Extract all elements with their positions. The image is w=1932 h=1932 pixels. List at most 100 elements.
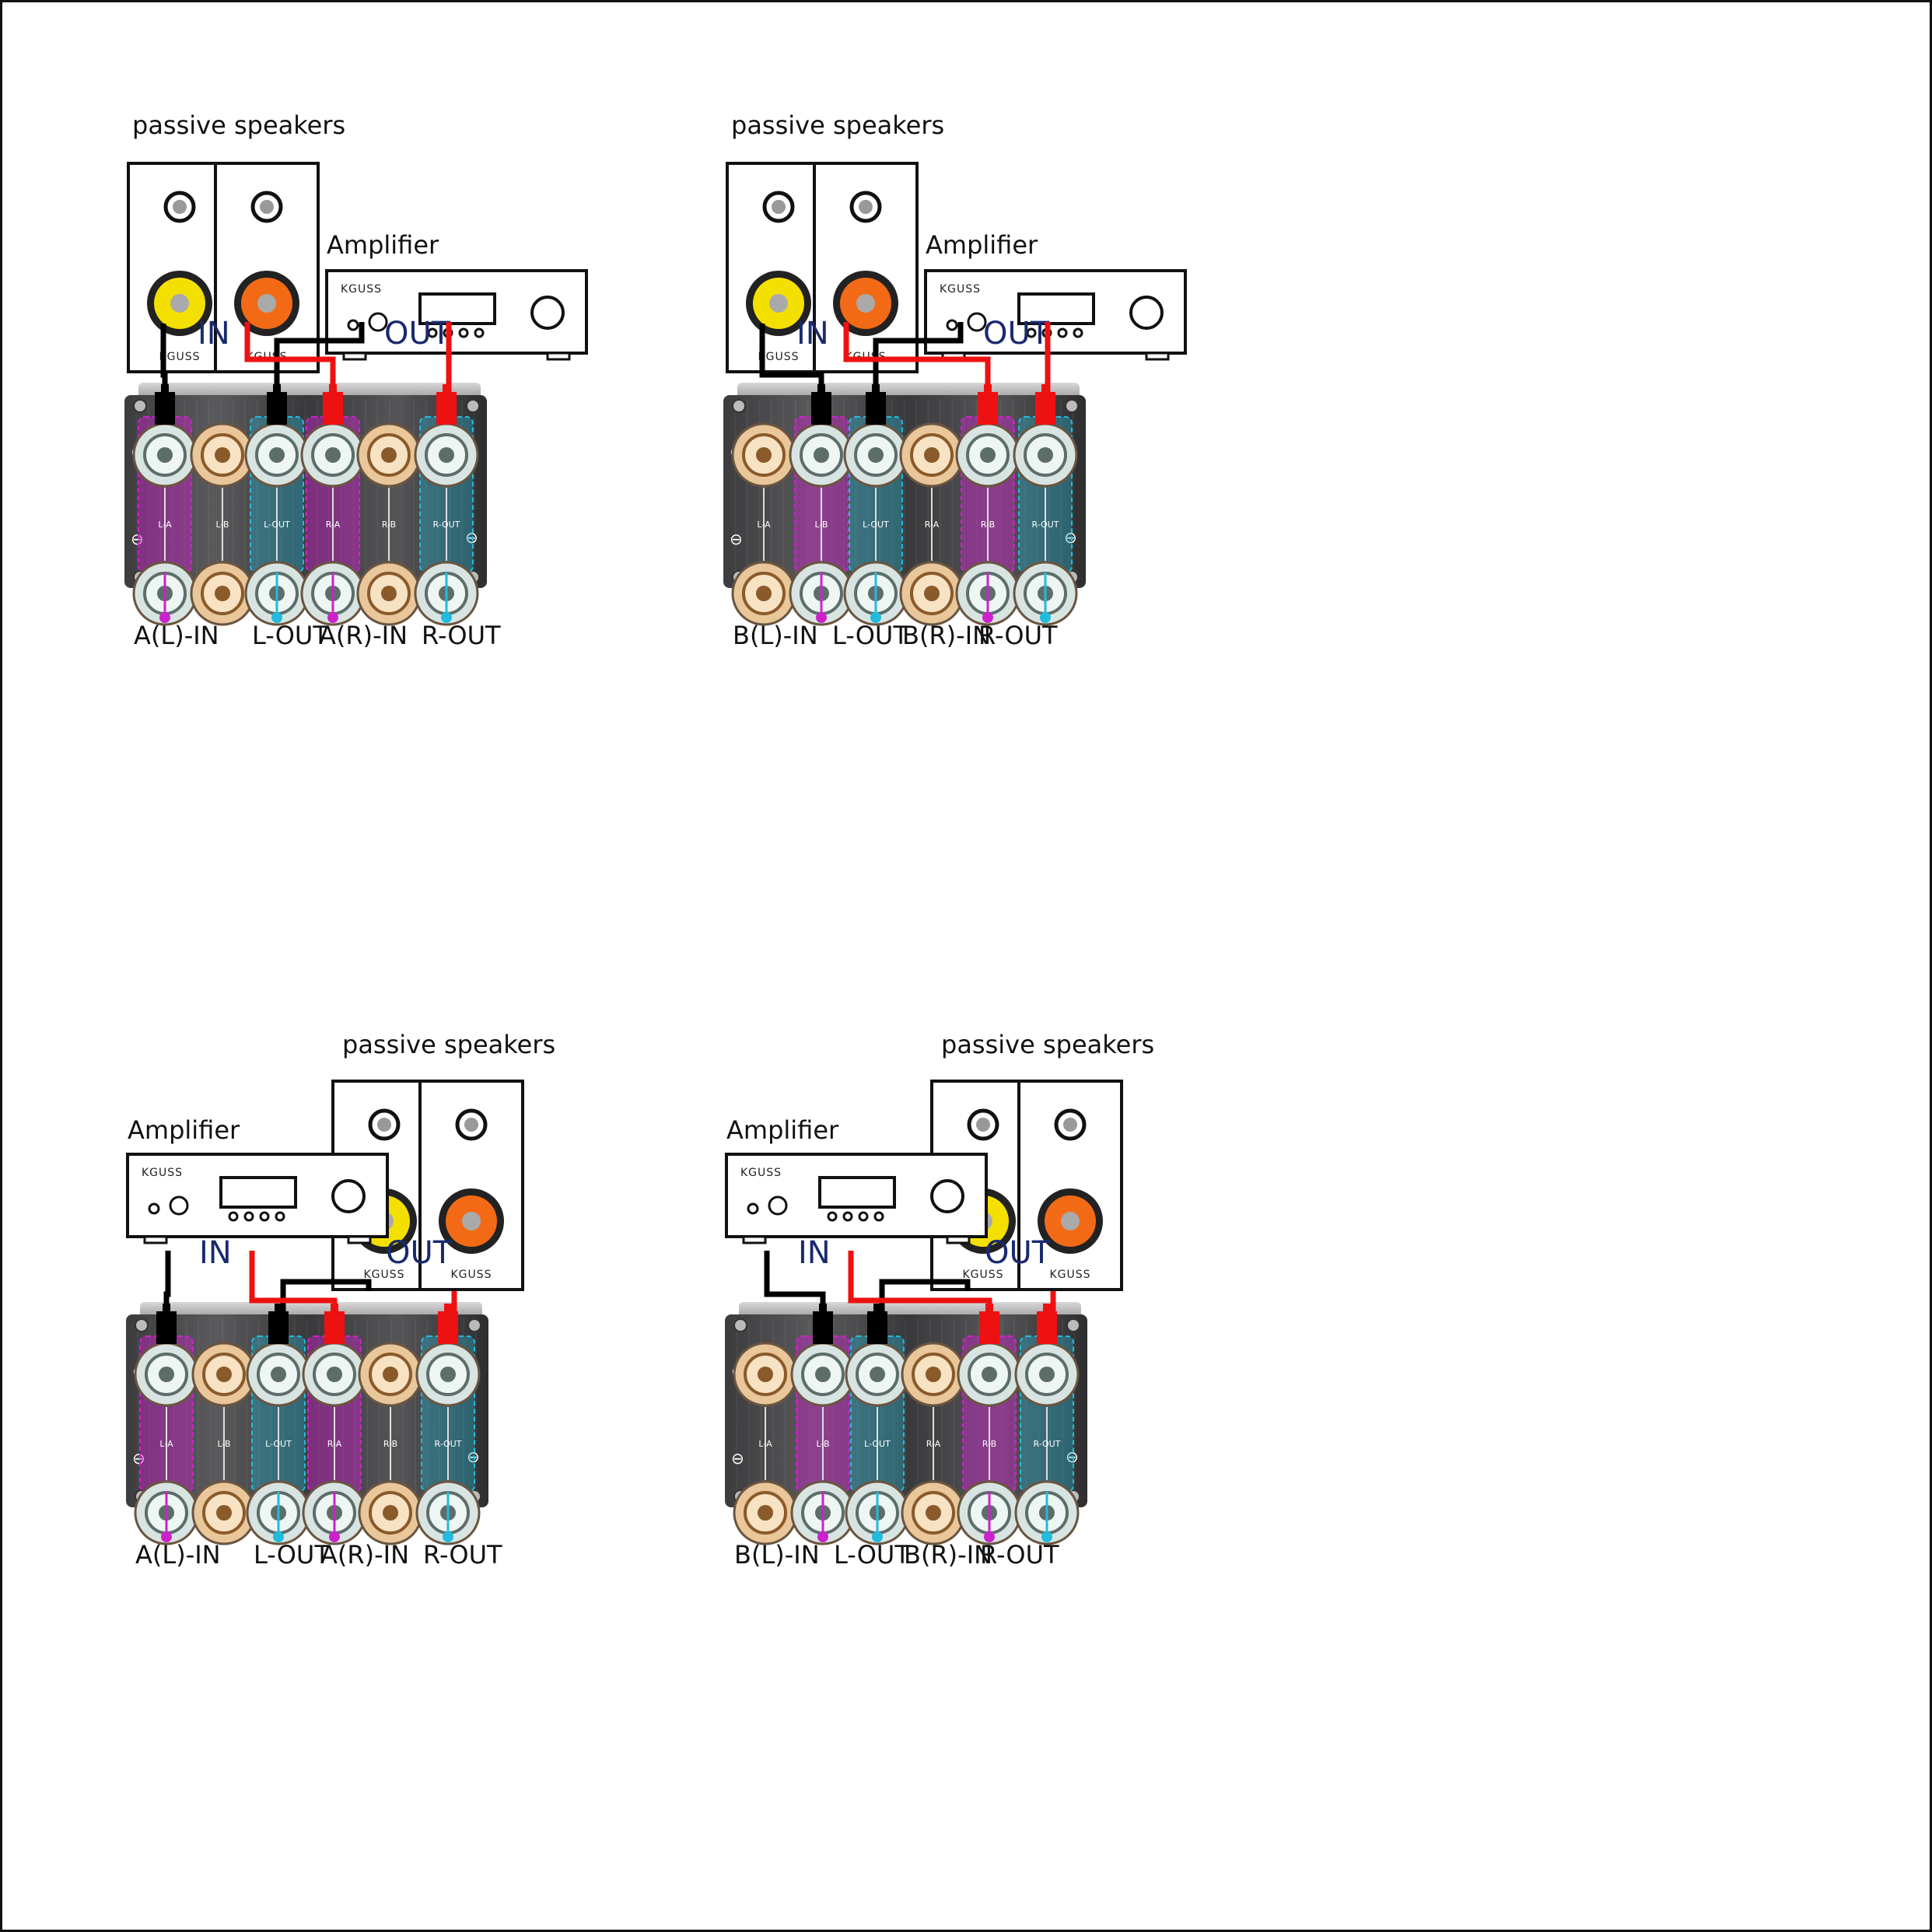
post-hole xyxy=(868,447,884,463)
post-label: R-OUT xyxy=(435,1439,462,1449)
in-label: IN xyxy=(199,1235,232,1271)
cable-red-right-in xyxy=(848,1251,999,1344)
cable-plug-tip xyxy=(331,1304,338,1313)
screw-icon xyxy=(1065,399,1079,413)
amp-button-icon xyxy=(858,1211,869,1222)
amplifier-foot-right xyxy=(546,352,571,361)
cable-plug-tip xyxy=(329,384,337,394)
tweeter-center xyxy=(464,1118,478,1132)
post-label: L-OUT xyxy=(264,520,290,530)
cable-black-out xyxy=(268,1279,372,1344)
amp-button-icon xyxy=(474,327,485,338)
indicator-dot-icon xyxy=(329,1531,340,1542)
minus-sign-icon: ⊖ xyxy=(467,1447,480,1466)
amplifier-title: Amplifier xyxy=(926,230,1038,260)
speaker-brand: KGUSS xyxy=(159,351,200,363)
screw-icon xyxy=(133,399,147,413)
amplifier: KGUSS xyxy=(325,269,588,361)
woofer-center xyxy=(462,1212,481,1230)
cable-plug-icon xyxy=(979,1311,999,1344)
cable-red-out xyxy=(436,322,457,425)
speakers-title: passive speakers xyxy=(731,110,944,140)
post-hole xyxy=(216,1367,232,1382)
indicator-dot-icon xyxy=(441,612,452,623)
cable-plug-tip xyxy=(443,384,450,394)
post-label: R-B xyxy=(982,1439,996,1449)
amp-button-icon xyxy=(873,1211,884,1222)
amp-button-icon xyxy=(275,1211,285,1222)
out-label: OUT xyxy=(386,1235,453,1271)
terminal-label: R-OUT xyxy=(978,621,1058,650)
post-hole xyxy=(325,447,341,463)
cable-plug-tip xyxy=(984,384,992,394)
post-label: R-B xyxy=(382,520,396,530)
amp-button-icon xyxy=(1073,327,1083,338)
indicator-dot-icon xyxy=(271,612,282,623)
indicator-dot-icon xyxy=(817,1531,828,1542)
post-label: R-B xyxy=(383,1439,397,1449)
speaker-brand: KGUSS xyxy=(450,1269,492,1281)
amp-button-icon xyxy=(1057,327,1068,338)
speaker-brand: KGUSS xyxy=(1049,1269,1090,1281)
amp-jack-icon xyxy=(946,319,958,331)
binding-post-l-a: L-A xyxy=(733,1342,798,1545)
amp-jack-icon xyxy=(148,1202,160,1215)
post-label: R-A xyxy=(926,1439,941,1449)
amplifier: KGUSS xyxy=(924,269,1187,361)
post-label: L-A xyxy=(159,1439,173,1449)
minus-sign-icon: ⊖ xyxy=(465,528,478,547)
post-hole xyxy=(327,1367,342,1382)
cable-plug-icon xyxy=(1035,392,1055,425)
binding-post-r-b: R-B xyxy=(358,1342,423,1545)
cable-plug-tip xyxy=(161,384,169,394)
post-hole xyxy=(1039,1367,1055,1382)
amplifier-brand: KGUSS xyxy=(940,283,981,296)
amp-button-icon xyxy=(243,1211,254,1222)
post-hole xyxy=(381,447,397,463)
amplifier: KGUSS xyxy=(126,1153,389,1244)
cable-plug-tip xyxy=(985,1304,993,1313)
indicator-dot-icon xyxy=(327,612,338,623)
cable-black-left-in xyxy=(156,1251,177,1344)
cable-red-out xyxy=(1037,1291,1057,1344)
screw-icon xyxy=(733,1318,747,1332)
terminal-label: B(R)-IN xyxy=(904,1540,992,1570)
post-hole xyxy=(215,447,230,463)
post-hole xyxy=(756,447,772,463)
screw-icon xyxy=(1066,1318,1080,1332)
screw-icon xyxy=(467,1318,481,1332)
screw-icon xyxy=(135,1318,149,1332)
cable-plug-icon xyxy=(436,392,457,425)
cable-line xyxy=(873,322,964,425)
post-hole xyxy=(159,1367,174,1382)
post-label: R-A xyxy=(925,520,940,530)
cable-plug-icon xyxy=(155,392,175,425)
amplifier-foot-left xyxy=(742,1235,767,1244)
cable-red-right-in xyxy=(244,322,343,425)
tweeter-center xyxy=(976,1118,990,1132)
minus-sign-icon: ⊖ xyxy=(1066,1447,1079,1466)
speaker-right: KGUSS xyxy=(813,162,919,373)
speaker-right: KGUSS xyxy=(214,162,320,373)
amp-display-icon xyxy=(219,1176,297,1209)
terminal-label: A(L)-IN xyxy=(134,621,219,650)
post-hole xyxy=(439,447,454,463)
tweeter-center xyxy=(859,200,873,214)
amp-display-icon xyxy=(1017,292,1095,325)
in-label: IN xyxy=(798,1235,831,1271)
cable-plug-icon xyxy=(811,392,831,425)
terminal-label: R-OUT xyxy=(423,1540,502,1570)
post-label: R-OUT xyxy=(1032,520,1059,530)
amp-volume-knob-icon xyxy=(930,1179,964,1213)
binding-post-l-b: L-B xyxy=(190,422,255,626)
cable-plug-tip xyxy=(444,1304,452,1313)
post-hole xyxy=(271,1367,286,1382)
terminal-label: B(L)-IN xyxy=(733,621,818,650)
post-label: R-OUT xyxy=(1034,1439,1061,1449)
post-hole xyxy=(1038,447,1053,463)
post-label: R-B xyxy=(981,520,995,530)
